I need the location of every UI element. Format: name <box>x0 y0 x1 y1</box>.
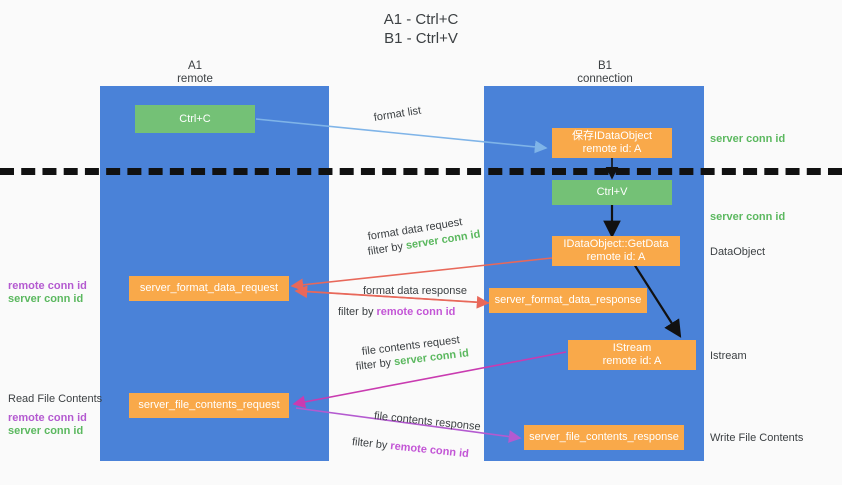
box-save-idataobject-line1: 保存IDataObject <box>571 130 653 142</box>
box-ctrl-v-label: Ctrl+V <box>596 186 628 198</box>
label-server-conn-id-upper: server conn id <box>8 293 84 305</box>
box-ctrl-v[interactable]: Ctrl+V <box>552 180 672 205</box>
box-save-idataobject[interactable]: 保存IDataObject remote id: A <box>552 128 672 158</box>
annotation-format-data-response: format data response <box>363 284 467 299</box>
box-ctrl-c-label: Ctrl+C <box>179 112 211 125</box>
box-server-format-data-request[interactable]: server_format_data_request <box>129 276 289 301</box>
filter-by-label-3: filter by <box>355 356 392 373</box>
box-server-file-contents-response[interactable]: server_file_contents_response <box>524 425 684 450</box>
box-server-file-contents-response-label: server_file_contents_response <box>529 431 679 443</box>
label-remote-conn-id-upper: remote conn id <box>8 280 87 292</box>
lane-header-b1-name: B1 <box>597 60 613 72</box>
annotation-format-data-response-filter: filter by remote conn id <box>338 305 455 320</box>
box-server-file-contents-request-label: server_file_contents_request <box>138 399 280 411</box>
lane-header-a1-name: A1 <box>187 60 203 72</box>
annotation-format-data-response-text: format data response <box>363 285 467 297</box>
box-server-format-data-response-label: server_format_data_response <box>494 294 642 306</box>
box-server-format-data-request-label: server_format_data_request <box>139 282 279 294</box>
box-save-idataobject-line2: remote id: A <box>582 143 642 155</box>
label-write-file-contents: Write File Contents <box>710 432 804 444</box>
filter-value-remote-conn-id-1: remote conn id <box>376 306 456 318</box>
label-server-conn-id-mid: server conn id <box>710 211 786 223</box>
label-server-conn-id-lower: server conn id <box>8 425 84 437</box>
lane-header-b1: B1 connection <box>540 60 670 86</box>
label-istream: Istream <box>710 350 747 362</box>
box-server-file-contents-request[interactable]: server_file_contents_request <box>129 393 289 418</box>
filter-by-label-2: filter by <box>338 306 374 318</box>
box-idataobject-getdata[interactable]: IDataObject::GetData remote id: A <box>552 236 680 266</box>
box-getdata-line1: IDataObject::GetData <box>563 238 669 250</box>
label-dataobject: DataObject <box>710 246 766 258</box>
lane-header-b1-sub: connection <box>577 73 633 85</box>
box-ctrl-c[interactable]: Ctrl+C <box>135 105 255 133</box>
label-read-file-contents: Read File Contents <box>8 393 103 405</box>
lane-header-a1: A1 remote <box>130 60 260 86</box>
box-istream-line2: remote id: A <box>602 355 662 367</box>
box-istream[interactable]: IStream remote id: A <box>568 340 696 370</box>
lane-header-a1-sub: remote <box>177 73 213 85</box>
box-istream-line1: IStream <box>612 342 652 354</box>
label-server-conn-id-top: server conn id <box>710 133 786 145</box>
box-getdata-line2: remote id: A <box>586 251 646 263</box>
label-remote-conn-id-lower: remote conn id <box>8 412 87 424</box>
filter-by-label-4: filter by <box>351 436 388 452</box>
phase-divider <box>0 168 842 175</box>
page-title: A1 - Ctrl+C B1 - Ctrl+V <box>383 11 459 47</box>
box-server-format-data-response[interactable]: server_format_data_response <box>489 288 647 313</box>
